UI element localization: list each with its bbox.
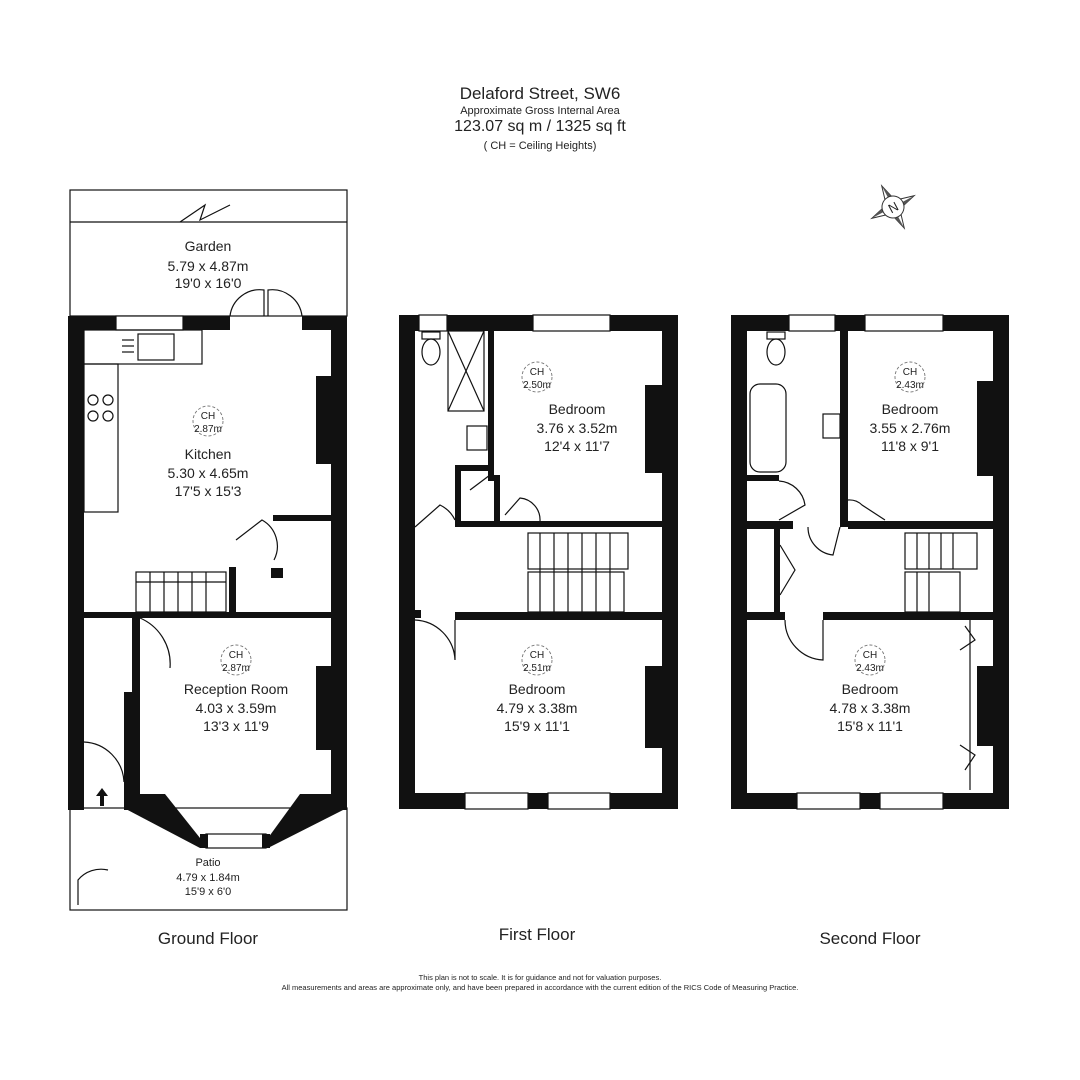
first-rear-bedroom-ch-value: 2.50m xyxy=(523,380,551,391)
plan-area: 123.07 sq m / 1325 sq ft xyxy=(454,118,626,135)
patio-metric: 4.79 x 1.84m xyxy=(176,872,240,884)
patio-imperial: 15'9 x 6'0 xyxy=(185,886,231,898)
second-floor-plan: CH 2.43m Bedroom 3.55 x 2.76m 11'8 x 9'1… xyxy=(731,314,1009,948)
garden-name: Garden xyxy=(185,238,232,254)
patio-outline xyxy=(69,807,348,911)
second-floor-label: Second Floor xyxy=(819,929,920,948)
second-rear-bedroom-metric: 3.55 x 2.76m xyxy=(870,420,951,436)
second-front-bedroom-imperial: 15'8 x 11'1 xyxy=(837,718,903,734)
plan-note: ( CH = Ceiling Heights) xyxy=(483,140,597,152)
kitchen-ch-value: 2.87m xyxy=(194,424,222,435)
first-rear-bedroom-name: Bedroom xyxy=(549,401,606,417)
first-floor-label: First Floor xyxy=(499,925,576,944)
second-front-bedroom-ch-value: 2.43m xyxy=(856,663,884,674)
first-front-bedroom-ch-value: 2.51m xyxy=(523,663,551,674)
first-rear-bedroom-imperial: 12'4 x 11'7 xyxy=(544,438,610,454)
second-rear-bedroom-imperial: 11'8 x 9'1 xyxy=(881,438,939,454)
reception-imperial: 13'3 x 11'9 xyxy=(203,718,269,734)
north-compass-icon: N xyxy=(870,184,916,230)
plan-subtitle: Approximate Gross Internal Area xyxy=(460,105,620,117)
second-front-bedroom-ch: CH xyxy=(863,650,877,661)
kitchen-metric: 5.30 x 4.65m xyxy=(168,465,249,481)
first-rear-bedroom-metric: 3.76 x 3.52m xyxy=(537,420,618,436)
first-front-bedroom-name: Bedroom xyxy=(509,681,566,697)
reception-ch: CH xyxy=(229,650,243,661)
reception-name: Reception Room xyxy=(184,681,288,697)
first-rear-bedroom-ch: CH xyxy=(530,367,544,378)
first-front-bedroom-imperial: 15'9 x 11'1 xyxy=(504,718,570,734)
garden-metric: 5.79 x 4.87m xyxy=(168,258,249,274)
kitchen-name: Kitchen xyxy=(185,446,232,462)
second-front-bedroom-name: Bedroom xyxy=(842,681,899,697)
reception-metric: 4.03 x 3.59m xyxy=(196,700,277,716)
second-rear-bedroom-ch: CH xyxy=(903,367,917,378)
disclaimer-line-2: All measurements and areas are approxima… xyxy=(281,983,799,992)
kitchen-imperial: 17'5 x 15'3 xyxy=(175,483,242,499)
garden-imperial: 19'0 x 16'0 xyxy=(175,275,242,291)
first-front-bedroom-ch: CH xyxy=(530,650,544,661)
entrance-arrow-icon xyxy=(96,788,108,806)
first-floor-plan: CH 2.50m Bedroom 3.76 x 3.52m 12'4 x 11'… xyxy=(399,314,678,944)
patio-name: Patio xyxy=(195,857,220,869)
second-front-bedroom-metric: 4.78 x 3.38m xyxy=(830,700,911,716)
second-rear-bedroom-name: Bedroom xyxy=(882,401,939,417)
plan-title: Delaford Street, SW6 xyxy=(459,84,621,103)
first-front-bedroom-metric: 4.79 x 3.38m xyxy=(497,700,578,716)
kitchen-ch: CH xyxy=(201,411,215,422)
disclaimer-line-1: This plan is not to scale. It is for gui… xyxy=(418,973,662,982)
ground-floor-plan: Garden 5.79 x 4.87m 19'0 x 16'0 CH 2.87m… xyxy=(68,189,348,948)
second-rear-bedroom-ch-value: 2.43m xyxy=(896,380,924,391)
ground-floor-label: Ground Floor xyxy=(158,929,258,948)
reception-ch-value: 2.87m xyxy=(222,663,250,674)
